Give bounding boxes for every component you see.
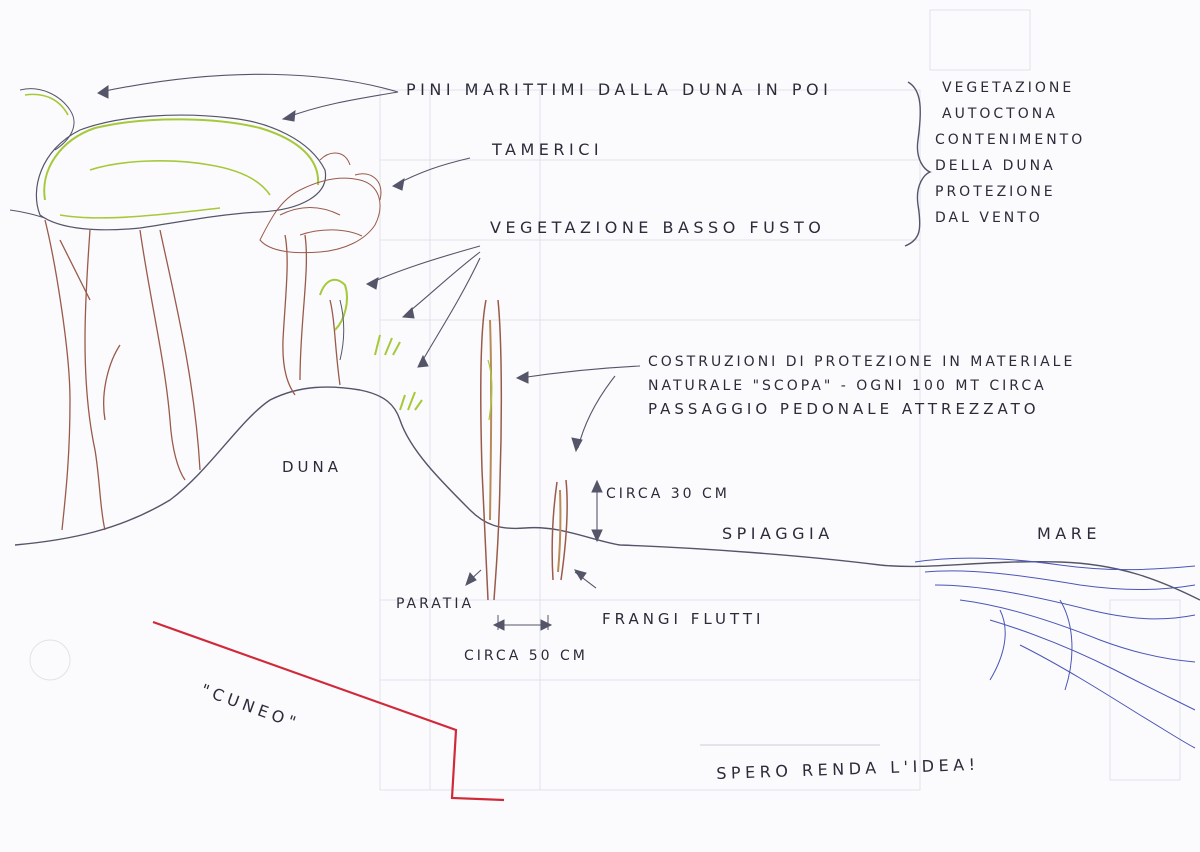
note-line-6: DAL VENTO [935,210,1043,226]
note-line-3: CONTENIMENTO [935,132,1085,148]
note-line-1: VEGETAZIONE [942,80,1074,96]
arrowheads [98,86,602,630]
label-frangiflutti: FRANGI FLUTTI [602,610,764,628]
note-line-4: DELLA DUNA [935,158,1056,174]
note-line-2: AUTOCTONA [942,106,1058,122]
label-paratia: PARATIA [396,596,474,612]
protection-pole-tall [481,300,502,600]
label-passaggio-pedonale: PASSAGGIO PEDONALE ATTREZZATO [648,400,1040,418]
label-costruzioni-line-1: COSTRUZIONI DI PROTEZIONE IN MATERIALE [648,354,1075,370]
label-duna: DUNA [282,458,342,476]
tamarisk-shrubs [260,153,381,253]
bracket-brace [905,82,930,246]
label-pini-marittimi: PINI MARITTIMI DALLA DUNA IN POI [406,80,832,99]
label-tamerici: TAMERICI [492,140,603,159]
cuneo-wedge [153,622,504,800]
label-circa-30cm: CIRCA 30 CM [606,486,730,502]
label-costruzioni-line-2: NATURALE "SCOPA" - OGNI 100 MT CIRCA [648,378,1047,394]
label-mare: MARE [1037,524,1101,543]
tree-trunks [45,220,340,530]
label-spiaggia: SPIAGGIA [722,524,834,543]
label-vegetazione-basso-fusto: VEGETAZIONE BASSO FUSTO [490,218,825,237]
protection-pole-short [552,480,567,580]
note-line-5: PROTEZIONE [935,184,1056,200]
sea-waves [915,558,1195,748]
label-circa-50cm: CIRCA 50 CM [464,648,588,664]
